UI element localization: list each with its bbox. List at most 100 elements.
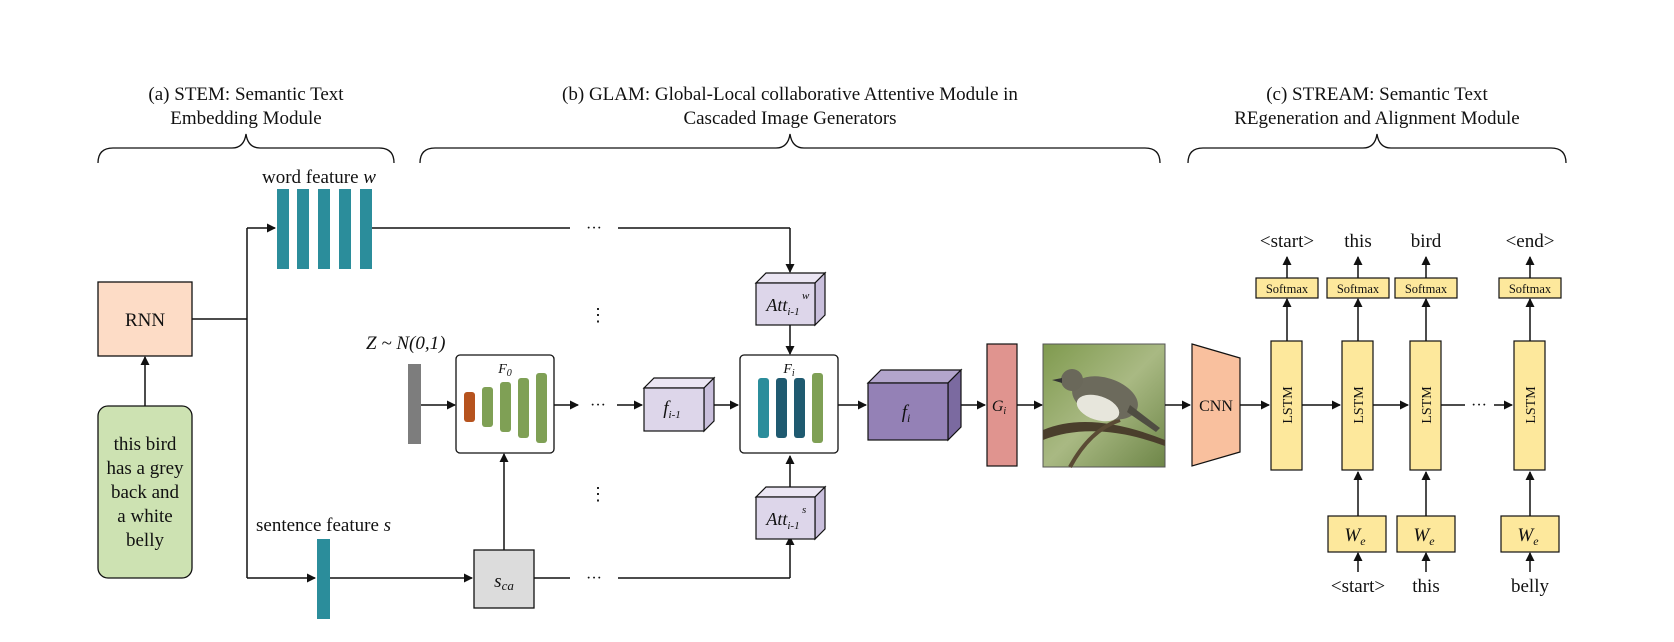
- att-s-cube-top: [754, 486, 827, 498]
- input-text-line-3: back and: [111, 482, 180, 503]
- att-s-cube-side: [814, 485, 826, 541]
- stream-header-line1: (c) STREAM: Semantic Text: [1266, 84, 1488, 105]
- fi-bar-dark-teal: [794, 378, 805, 438]
- word-feature-bar: [297, 189, 309, 269]
- softmax-label-1: Softmax: [1266, 282, 1309, 296]
- att-w-cube-side: [814, 271, 826, 327]
- sca-label: sca: [494, 571, 514, 593]
- fi-cube-label-base: f: [902, 402, 910, 423]
- we-label-2-base: W: [1413, 525, 1431, 546]
- output-word-4: <end>: [1506, 231, 1555, 252]
- fim1-label: fi-1: [663, 398, 681, 421]
- word-feature-label: word feature w: [262, 167, 376, 188]
- noise-vector: [408, 364, 421, 444]
- input-word-3: belly: [1511, 576, 1549, 597]
- fim1-cube-side: [703, 376, 715, 433]
- glam-header-line2: Cascaded Image Generators: [683, 108, 896, 129]
- f0-bar-green: [518, 378, 529, 438]
- sentence-feature-var: s: [384, 515, 391, 536]
- sca-box: [473, 549, 535, 609]
- f0-label-sub: 0: [507, 368, 512, 379]
- input-text-line-1: this bird: [114, 434, 177, 455]
- input-text-line-5: belly: [126, 530, 164, 551]
- cnn-label: CNN: [1199, 398, 1233, 415]
- fim1-cube-top: [642, 377, 716, 389]
- we-label-1: We: [1344, 525, 1366, 548]
- lstm-label-4: LSTM: [1524, 386, 1539, 424]
- softmax-label-4: Softmax: [1509, 282, 1552, 296]
- input-word-1: <start>: [1331, 576, 1385, 597]
- att-w-cube-top: [754, 272, 827, 284]
- gi-label: Gi: [992, 398, 1007, 417]
- f0-bar-orange: [464, 392, 475, 422]
- word-feature-text: word feature: [262, 167, 359, 188]
- we-label-1-base: W: [1344, 525, 1362, 546]
- stem-brace: [97, 133, 395, 164]
- softmax-label-3: Softmax: [1405, 282, 1448, 296]
- bird-beak: [1052, 378, 1062, 383]
- fi-label-base: F: [782, 362, 792, 377]
- f0-bar-green: [500, 382, 511, 432]
- fim1-cube: [643, 387, 705, 432]
- generated-bird-image: [1042, 343, 1166, 468]
- sentence-feature-text: sentence feature: [256, 515, 379, 536]
- gi-label-sub: i: [1003, 406, 1006, 417]
- input-text-line-2: has a grey: [106, 458, 184, 479]
- softmax-label-2: Softmax: [1337, 282, 1380, 296]
- fim1-label-base: f: [663, 398, 671, 419]
- att-s-label-sub: i-1: [787, 520, 799, 532]
- we-box-1: [1327, 515, 1387, 553]
- output-word-2: this: [1344, 231, 1371, 252]
- att-w-cube: [755, 282, 816, 326]
- vertical-ellipsis-top: ⋮: [589, 305, 607, 325]
- we-label-2: We: [1413, 525, 1435, 548]
- word-feature-var: w: [363, 167, 376, 188]
- sentence-line-ellipsis: ···: [586, 570, 602, 587]
- att-w-label: Atti-1: [765, 295, 799, 318]
- f0-bar-green: [536, 373, 547, 443]
- stream-brace: [1187, 133, 1567, 164]
- stream-header-line2: REgeneration and Alignment Module: [1234, 108, 1519, 129]
- cnn-block: [1191, 343, 1241, 467]
- fi-cube-label-sub: i: [907, 411, 910, 425]
- att-s-label-base: Att: [765, 509, 788, 529]
- noise-label: Z ~ N(0,1): [366, 333, 445, 354]
- fi-bar-dark-teal: [776, 378, 787, 438]
- lstm-label-1: LSTM: [1281, 386, 1296, 424]
- we-label-3-base: W: [1517, 525, 1535, 546]
- att-w-superscript: w: [802, 290, 810, 302]
- we-label-3: We: [1517, 525, 1539, 548]
- fi-cube: [867, 382, 949, 441]
- we-label-1-sub: e: [1360, 534, 1366, 548]
- generator-gi: [986, 343, 1018, 467]
- fim1-label-sub: i-1: [669, 409, 681, 421]
- f0-label: F0: [497, 362, 512, 379]
- fi-cube-side: [947, 368, 962, 442]
- fi-cube-top: [866, 369, 963, 384]
- stem-header-line2: Embedding Module: [170, 108, 321, 129]
- output-word-3: bird: [1411, 231, 1442, 252]
- fi-label: Fi: [782, 362, 795, 379]
- att-w-label-sub: i-1: [787, 306, 799, 318]
- att-s-label: Atti-1: [765, 509, 799, 532]
- we-label-2-sub: e: [1429, 534, 1435, 548]
- glam-header-line1: (b) GLAM: Global-Local collaborative Att…: [562, 84, 1018, 105]
- bird-tail: [1127, 405, 1160, 432]
- word-feature-bar: [277, 189, 289, 269]
- rnn-box: [97, 281, 193, 357]
- gi-label-base: G: [992, 398, 1004, 415]
- lstm-cell-3: [1409, 340, 1442, 471]
- sentence-feature-bar: [317, 539, 330, 619]
- sca-label-sub: ca: [502, 578, 515, 593]
- glam-brace: [419, 133, 1161, 164]
- att-s-superscript: s: [802, 504, 806, 516]
- lstm-ellipsis: ···: [1471, 397, 1487, 414]
- vertical-ellipsis-bottom: ⋮: [589, 484, 607, 504]
- rnn-label: RNN: [125, 310, 165, 331]
- fi-bar-teal: [758, 378, 769, 438]
- fi-cube-label: fi: [902, 402, 911, 425]
- f0-label-base: F: [497, 362, 507, 377]
- word-feature-bar: [318, 189, 330, 269]
